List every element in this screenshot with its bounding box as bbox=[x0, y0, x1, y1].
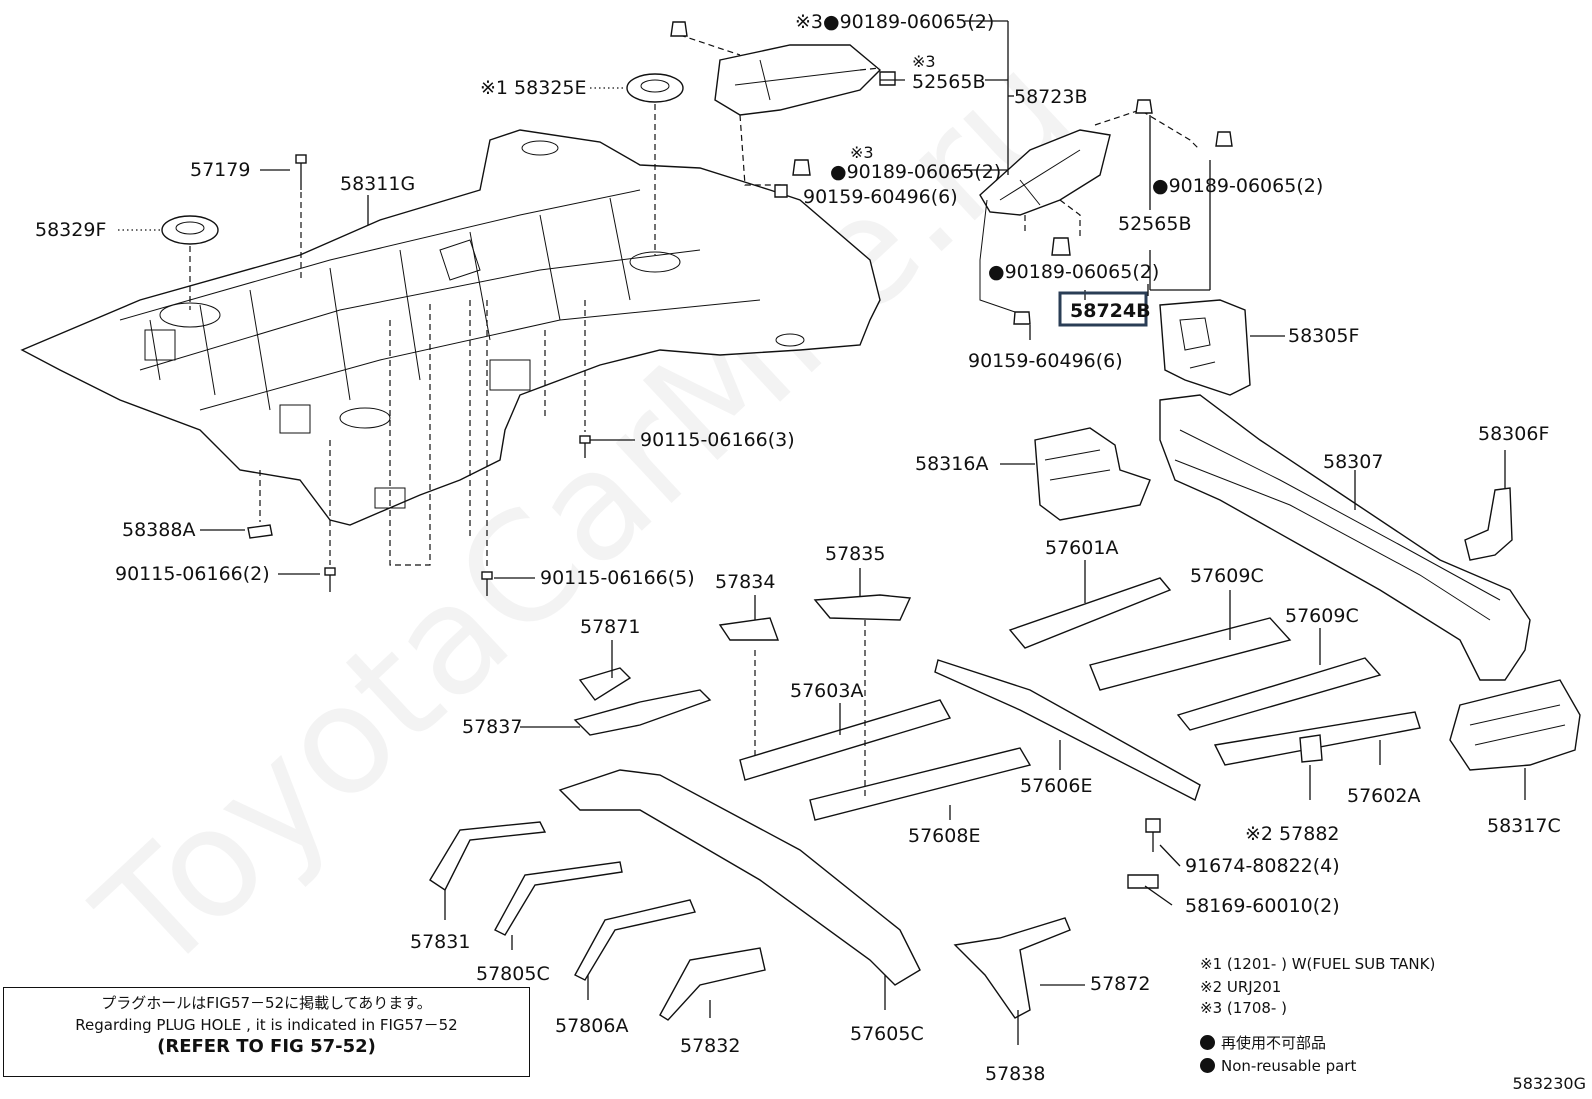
panel-58305f bbox=[1159, 299, 1251, 396]
side-members-left bbox=[429, 594, 1071, 1021]
label-57179: 57179 bbox=[190, 159, 250, 181]
label-58307: 58307 bbox=[1323, 451, 1383, 473]
label-57805c: 57805C bbox=[476, 963, 550, 985]
label-58311g: 58311G bbox=[340, 173, 415, 195]
label-57609c-b: 57609C bbox=[1285, 605, 1359, 627]
label-58305f: 58305F bbox=[1288, 325, 1359, 347]
label-90115-06166-2: 90115-06166(2) bbox=[115, 563, 270, 585]
label-57806a: 57806A bbox=[555, 1015, 628, 1037]
label-57882: ※2 57882 bbox=[1245, 823, 1340, 845]
plug-hole-note-box: プラグホールはFIG57－52に掲載してあります。 Regarding PLUG… bbox=[3, 987, 530, 1077]
label-57831: 57831 bbox=[410, 931, 470, 953]
label-57606e: 57606E bbox=[1020, 775, 1092, 797]
legend-note-1: ※1 (1201- ) W(FUEL SUB TANK) bbox=[1200, 955, 1436, 973]
fasteners-91674-58169 bbox=[1127, 818, 1161, 889]
label-90189-06065-mid: ●90189-06065(2) bbox=[830, 161, 1001, 183]
label-57605c: 57605C bbox=[850, 1023, 924, 1045]
note-line-jp: プラグホールはFIG57－52に掲載してあります。 bbox=[101, 994, 432, 1012]
label-57608e: 57608E bbox=[908, 825, 980, 847]
leader-lines bbox=[118, 20, 1526, 1045]
label-90159-60496-top: 90159-60496(6) bbox=[803, 186, 958, 208]
label-90189-06065-right: ●90189-06065(2) bbox=[1152, 175, 1323, 197]
bolt-57179 bbox=[295, 154, 307, 280]
label-52565b-right: 52565B bbox=[1118, 213, 1191, 235]
note-refer-fig: (REFER TO FIG 57-52) bbox=[157, 1036, 376, 1057]
label-57832: 57832 bbox=[680, 1035, 740, 1057]
legend-non-reusable-jp: 再使用不可部品 bbox=[1200, 1032, 1326, 1053]
label-90189-06065-top: ※3●90189-06065(2) bbox=[795, 11, 994, 33]
label-58388a: 58388A bbox=[122, 519, 195, 541]
highlight-box-58724b bbox=[1058, 291, 1148, 327]
note-line-en: Regarding PLUG HOLE , it is indicated in… bbox=[75, 1016, 458, 1034]
label-57602a: 57602A bbox=[1347, 785, 1420, 807]
label-58316a: 58316A bbox=[915, 453, 988, 475]
label-90189-mid-mark: ※3 bbox=[850, 143, 874, 162]
label-57603a: 57603A bbox=[790, 680, 863, 702]
label-58724b: 58724B bbox=[1070, 300, 1151, 322]
label-57609c-a: 57609C bbox=[1190, 565, 1264, 587]
part-labels: ※3●90189-06065(2) ※3 52565B 58723B ※1 58… bbox=[35, 11, 1561, 1085]
bullet-icon bbox=[1200, 1058, 1215, 1073]
bullet-icon bbox=[1200, 1035, 1215, 1050]
floor-pan-58311g bbox=[20, 129, 881, 526]
label-52565b-top: 52565B bbox=[912, 71, 985, 93]
bracket-58306f bbox=[1464, 487, 1513, 561]
label-57838: 57838 bbox=[985, 1063, 1045, 1085]
label-58317c: 58317C bbox=[1487, 815, 1561, 837]
bracket-58724b bbox=[979, 99, 1233, 325]
label-57837: 57837 bbox=[462, 716, 522, 738]
label-57872: 57872 bbox=[1090, 973, 1150, 995]
label-90115-06166-3: 90115-06166(3) bbox=[640, 429, 795, 451]
label-58723b: 58723B bbox=[1014, 86, 1087, 108]
legend-jp-text: 再使用不可部品 bbox=[1221, 1034, 1327, 1052]
label-90189-06065-lower: ●90189-06065(2) bbox=[988, 261, 1159, 283]
panel-58316a bbox=[1034, 427, 1151, 521]
panel-58317c bbox=[1449, 679, 1581, 771]
cross-members bbox=[739, 577, 1421, 821]
label-58329f: 58329F bbox=[35, 219, 106, 241]
label-57835: 57835 bbox=[825, 543, 885, 565]
diagram-code: 583230G bbox=[1512, 1074, 1586, 1093]
label-91674-80822: 91674-80822(4) bbox=[1185, 855, 1340, 877]
label-58306f: 58306F bbox=[1478, 423, 1549, 445]
label-57871: 57871 bbox=[580, 616, 640, 638]
legend-non-reusable-en: Non-reusable part bbox=[1200, 1057, 1356, 1075]
legend-note-2: ※2 URJ201 bbox=[1200, 978, 1282, 996]
label-90115-06166-5: 90115-06166(5) bbox=[540, 567, 695, 589]
sill-58307 bbox=[1159, 394, 1531, 681]
legend-en-text: Non-reusable part bbox=[1221, 1057, 1357, 1075]
ring-58329f bbox=[161, 215, 219, 310]
ring-58325e bbox=[626, 73, 684, 255]
bracket-58723b bbox=[670, 21, 896, 198]
label-52565b-top-mark: ※3 bbox=[912, 52, 936, 71]
label-90159-60496-lower: 90159-60496(6) bbox=[968, 350, 1123, 372]
label-58169-60010: 58169-60010(2) bbox=[1185, 895, 1340, 917]
label-57601a: 57601A bbox=[1045, 537, 1118, 559]
bolts-90115 bbox=[247, 300, 591, 596]
legend-note-3: ※3 (1708- ) bbox=[1200, 999, 1287, 1017]
label-57834: 57834 bbox=[715, 571, 775, 593]
label-58325e: ※1 58325E bbox=[480, 77, 587, 99]
